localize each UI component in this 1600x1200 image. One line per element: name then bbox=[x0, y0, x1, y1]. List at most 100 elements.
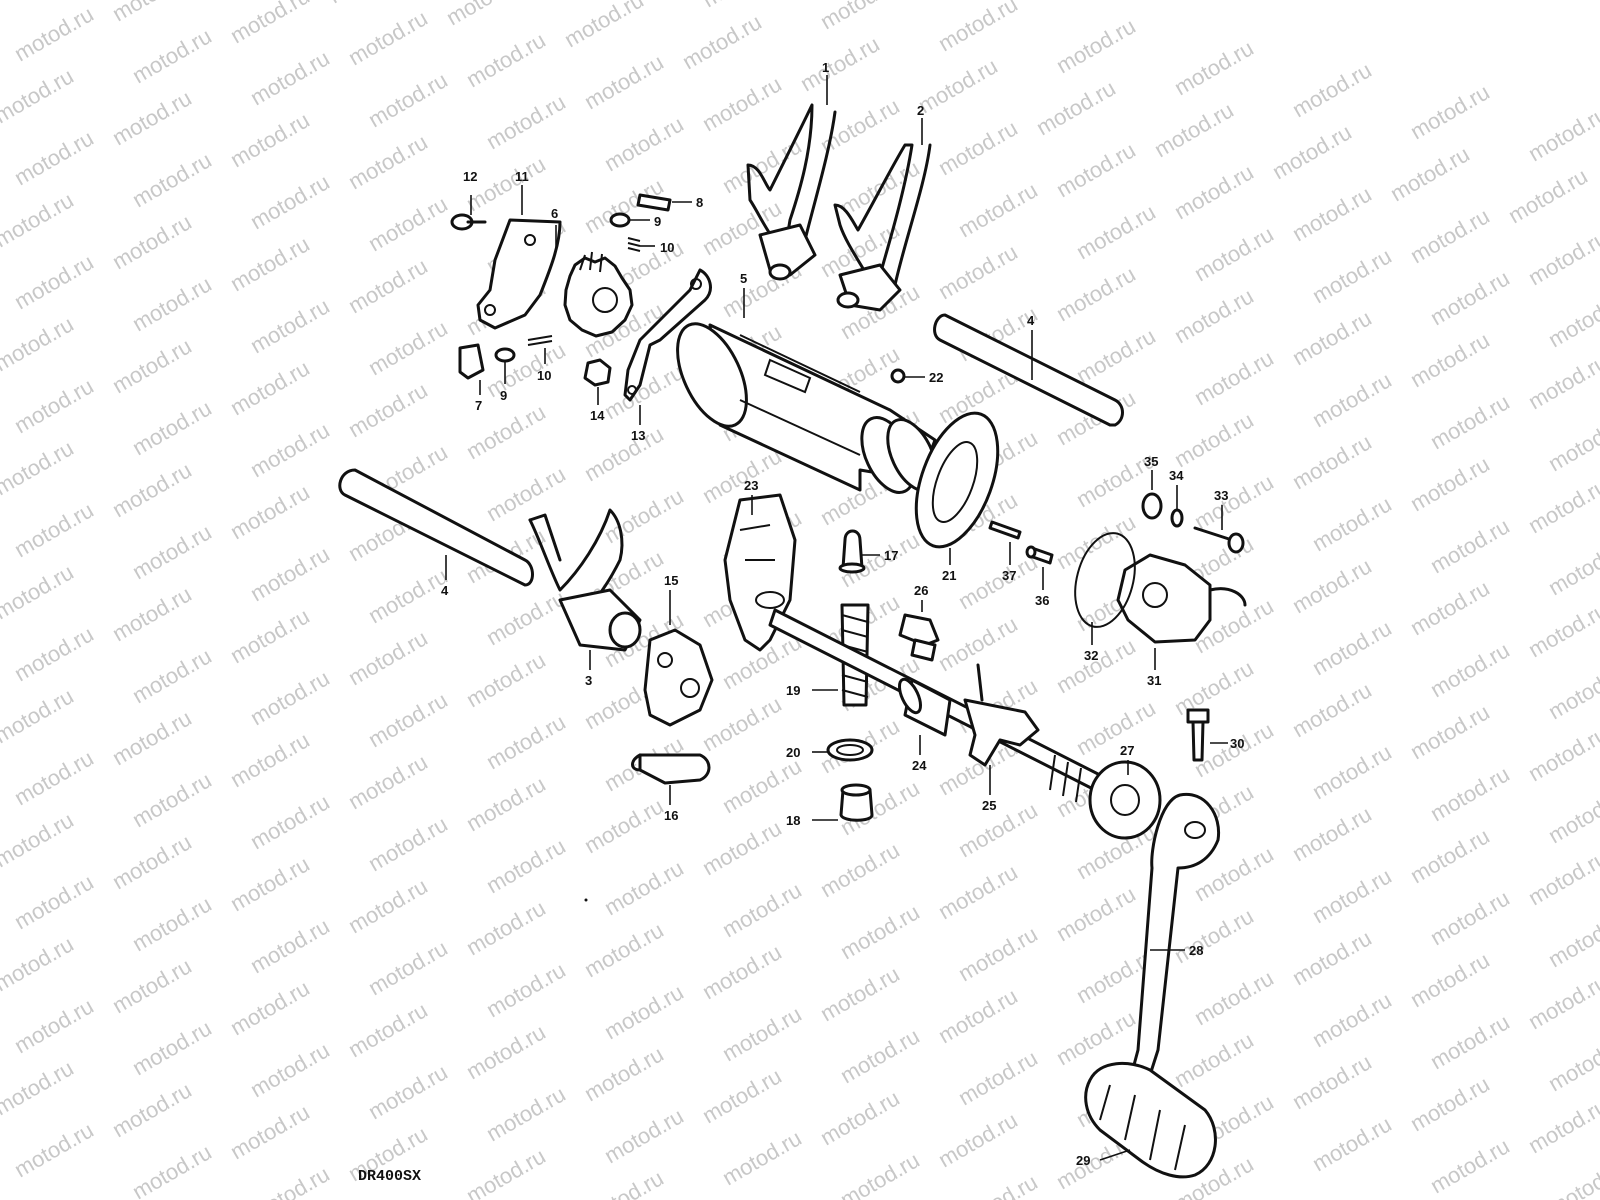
callout-6: 6 bbox=[551, 206, 558, 221]
watermark-text: motod.ru bbox=[344, 749, 432, 814]
callout-15: 15 bbox=[664, 573, 678, 588]
watermark-text: motod.ru bbox=[816, 837, 904, 902]
watermark-text: motod.ru bbox=[246, 1037, 334, 1102]
watermark-text: motod.ru bbox=[600, 855, 688, 920]
watermark-text: motod.ru bbox=[246, 665, 334, 730]
watermark-text: motod.ru bbox=[580, 793, 668, 858]
part-pin-9-upper bbox=[609, 212, 631, 228]
watermark-text: motod.ru bbox=[226, 1099, 314, 1164]
callout-21: 21 bbox=[942, 568, 956, 583]
watermark-text: motod.ru bbox=[1544, 287, 1600, 352]
callout-31: 31 bbox=[1147, 673, 1161, 688]
watermark-text: motod.ru bbox=[1052, 13, 1140, 78]
watermark-text: motod.ru bbox=[462, 647, 550, 712]
part-pin-37 bbox=[988, 520, 1022, 540]
watermark-text: motod.ru bbox=[698, 939, 786, 1004]
watermark-text: motod.ru bbox=[1072, 695, 1160, 760]
stray-dot bbox=[584, 898, 588, 902]
watermark-text: motod.ru bbox=[1544, 1031, 1600, 1096]
callout-27: 27 bbox=[1120, 743, 1134, 758]
watermark-text: motod.ru bbox=[1524, 597, 1600, 662]
watermark-text: motod.ru bbox=[580, 1165, 668, 1200]
watermark-text: motod.ru bbox=[1426, 885, 1514, 950]
watermark-text: motod.ru bbox=[128, 1139, 216, 1200]
watermark-text: motod.ru bbox=[226, 231, 314, 296]
watermark-text: motod.ru bbox=[108, 0, 196, 26]
watermark-text: motod.ru bbox=[580, 1041, 668, 1106]
callout-12: 12 bbox=[463, 169, 477, 184]
watermark-text: motod.ru bbox=[442, 0, 530, 30]
watermark-text: motod.ru bbox=[128, 271, 216, 336]
watermark-text: motod.ru bbox=[1426, 637, 1514, 702]
watermark-text: motod.ru bbox=[1288, 429, 1376, 494]
callout-32: 32 bbox=[1084, 648, 1098, 663]
part-plunger-17 bbox=[838, 529, 866, 574]
watermark-text: motod.ru bbox=[1406, 575, 1494, 640]
watermark-text: motod.ru bbox=[0, 1055, 78, 1120]
leader-lines bbox=[445, 75, 1228, 1161]
watermark-text: motod.ru bbox=[1426, 265, 1514, 330]
watermark-text: motod.ru bbox=[462, 1143, 550, 1200]
watermark-text: motod.ru bbox=[226, 851, 314, 916]
watermark-text: motod.ru bbox=[1052, 633, 1140, 698]
watermark-text: motod.ru bbox=[364, 563, 452, 628]
part-boot-31 bbox=[1116, 553, 1247, 644]
watermark-text: motod.ru bbox=[226, 107, 314, 172]
watermark-text: motod.ru bbox=[482, 585, 570, 650]
watermark-text: motod.ru bbox=[718, 1125, 806, 1190]
watermark-text: motod.ru bbox=[108, 829, 196, 894]
watermark-text: motod.ru bbox=[108, 953, 196, 1018]
watermark-text: motod.ru bbox=[1308, 1111, 1396, 1176]
watermark-text: motod.ru bbox=[344, 5, 432, 70]
callout-20: 20 bbox=[786, 745, 800, 760]
watermark-text: motod.ru bbox=[1170, 655, 1258, 720]
watermark-text: motod.ru bbox=[1524, 101, 1600, 166]
watermark-text: motod.ru bbox=[1308, 987, 1396, 1052]
watermark-text: motod.ru bbox=[1288, 57, 1376, 122]
watermark-text: motod.ru bbox=[1406, 79, 1494, 144]
callout-37: 37 bbox=[1002, 568, 1016, 583]
watermark-text: motod.ru bbox=[1288, 801, 1376, 866]
watermark-text: motod.ru bbox=[816, 961, 904, 1026]
watermark-text: motod.ru bbox=[108, 209, 196, 274]
part-bolt-14 bbox=[583, 358, 612, 387]
watermark-text: motod.ru bbox=[482, 1081, 570, 1146]
callout-19: 19 bbox=[786, 683, 800, 698]
watermark-text: motod.ru bbox=[0, 807, 78, 872]
part-cam-guide-15 bbox=[643, 628, 714, 727]
watermark-text: motod.ru bbox=[1052, 881, 1140, 946]
part-spring-10-lower bbox=[527, 335, 553, 346]
watermark-text: motod.ru bbox=[934, 859, 1022, 924]
callout-7: 7 bbox=[475, 398, 482, 413]
watermark-text: motod.ru bbox=[482, 709, 570, 774]
watermark-text: motod.ru bbox=[1308, 739, 1396, 804]
part-washer-35 bbox=[1141, 492, 1163, 520]
watermark-text: motod.ru bbox=[1386, 141, 1474, 206]
watermark-text: motod.ru bbox=[462, 1019, 550, 1084]
callout-5: 5 bbox=[740, 271, 747, 286]
watermark-text: motod.ru bbox=[324, 0, 412, 8]
watermark-text: motod.ru bbox=[10, 1117, 98, 1182]
watermark-text: motod.ru bbox=[246, 169, 334, 234]
callout-36: 36 bbox=[1035, 593, 1049, 608]
watermark-text: motod.ru bbox=[1406, 947, 1494, 1012]
watermark-text: motod.ru bbox=[364, 67, 452, 132]
watermark-text: motod.ru bbox=[1544, 907, 1600, 972]
part-washer-20 bbox=[826, 738, 874, 762]
callout-10-upper: 10 bbox=[660, 240, 674, 255]
watermark-text: motod.ru bbox=[226, 355, 314, 420]
watermark-text: motod.ru bbox=[108, 333, 196, 398]
part-ring-22 bbox=[890, 368, 906, 384]
part-pawl-lifter-16 bbox=[631, 753, 711, 785]
part-oil-seal-27 bbox=[1088, 760, 1162, 840]
watermark-text: motod.ru bbox=[0, 63, 78, 128]
watermark-text: motod.ru bbox=[698, 815, 786, 880]
callout-10-lower: 10 bbox=[537, 368, 551, 383]
watermark-text: motod.ru bbox=[108, 1077, 196, 1142]
watermark-text: motod.ru bbox=[1544, 411, 1600, 476]
watermark-text: motod.ru bbox=[482, 337, 570, 402]
callout-9-upper: 9 bbox=[654, 214, 661, 229]
watermark-text: motod.ru bbox=[128, 147, 216, 212]
watermark-text: motod.ru bbox=[1406, 203, 1494, 268]
